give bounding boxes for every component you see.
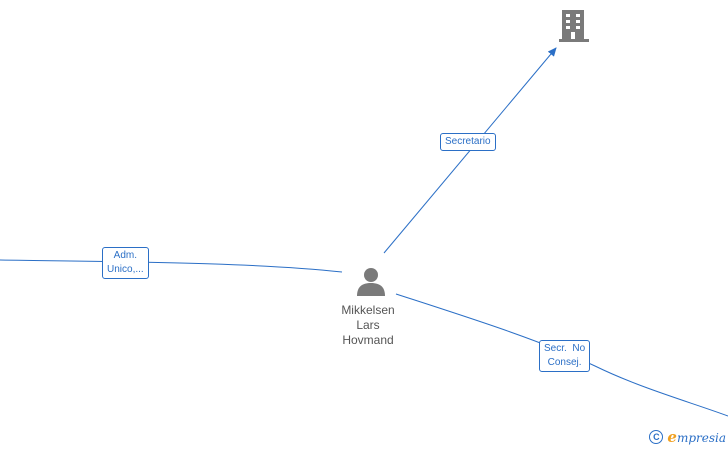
brand-logo-rest: mpresia	[676, 431, 726, 445]
person-name-line-1: Mikkelsen	[341, 303, 395, 317]
edge-label-adm-unico[interactable]: Adm. Unico,...	[102, 247, 149, 279]
person-name-line-2: Lars	[356, 318, 380, 332]
copyright-icon: C	[649, 430, 664, 444]
empresia-watermark: C empresia	[649, 428, 726, 446]
brand-logo-initial: e	[667, 428, 677, 446]
edge-label-secr-no-consej[interactable]: Secr. No Consej.	[539, 340, 591, 372]
edge-label-secr-no-consej-line-1: Secr. No	[544, 343, 586, 354]
person-name[interactable]: Mikkelsen Lars Hovmand	[323, 303, 413, 348]
edge-label-secr-no-consej-line-2: Consej.	[547, 357, 582, 368]
person-icon[interactable]	[356, 266, 386, 297]
edge-label-adm-unico-line-1: Adm.	[113, 250, 138, 261]
building-icon[interactable]	[558, 8, 590, 44]
brand-logo: empresia	[667, 428, 726, 446]
edge-label-secretario-text: Secretario	[445, 136, 491, 147]
person-name-line-3: Hovmand	[342, 333, 394, 347]
edge-adm-unico-line	[0, 259, 343, 273]
edge-label-adm-unico-line-2: Unico,...	[107, 264, 144, 275]
edge-label-secretario[interactable]: Secretario	[440, 133, 496, 151]
